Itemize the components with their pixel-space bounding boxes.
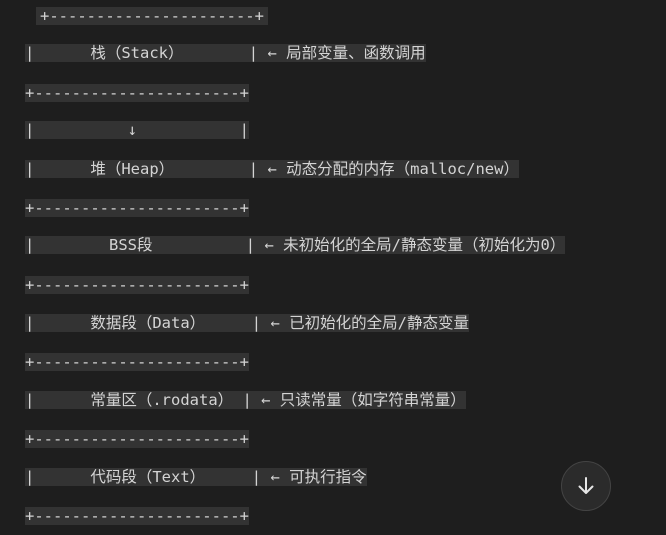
code-line: +----------------------+	[25, 349, 249, 375]
code-line-text: | BSS段 | ← 未初始化的全局/静态变量（初始化为0）	[25, 236, 566, 254]
code-line-text: | ↓ |	[25, 121, 249, 139]
scroll-to-bottom-button[interactable]	[561, 461, 611, 511]
code-line-text: | 数据段（Data） | ← 已初始化的全局/静态变量	[25, 314, 469, 332]
code-line-text: | 栈（Stack） | ← 局部变量、函数调用	[25, 44, 426, 62]
code-line: +----------------------+	[25, 503, 249, 529]
code-line: | 堆（Heap） | ← 动态分配的内存（malloc/new）	[25, 156, 519, 182]
code-line-text: +----------------------+	[25, 353, 249, 371]
code-line: +----------------------+	[25, 80, 249, 106]
code-line-text: | 常量区（.rodata） | ← 只读常量（如字符串常量）	[25, 391, 466, 409]
code-line: | 数据段（Data） | ← 已初始化的全局/静态变量	[25, 310, 469, 336]
code-line: | 代码段（Text） | ← 可执行指令	[25, 464, 367, 490]
code-line-text: +----------------------+	[25, 507, 249, 525]
code-line-text: +----------------------+	[25, 84, 249, 102]
code-line: +----------------------+	[25, 195, 249, 221]
arrow-down-icon	[578, 477, 594, 494]
code-line: | BSS段 | ← 未初始化的全局/静态变量（初始化为0）	[25, 232, 566, 258]
code-line-text: +----------------------+	[25, 276, 249, 294]
code-line: +----------------------+	[25, 272, 249, 298]
code-line-text: | 堆（Heap） | ← 动态分配的内存（malloc/new）	[25, 160, 519, 178]
code-line: | 栈（Stack） | ← 局部变量、函数调用	[25, 40, 426, 66]
code-line-text: +----------------------+	[36, 7, 268, 25]
code-line: +----------------------+	[25, 426, 249, 452]
code-line: | ↓ |	[25, 117, 249, 143]
code-line-text: +----------------------+	[25, 199, 249, 217]
code-line-text: | 代码段（Text） | ← 可执行指令	[25, 468, 367, 486]
code-line-text: +----------------------+	[25, 430, 249, 448]
code-line: | 常量区（.rodata） | ← 只读常量（如字符串常量）	[25, 387, 466, 413]
code-line: +----------------------+	[36, 3, 268, 29]
